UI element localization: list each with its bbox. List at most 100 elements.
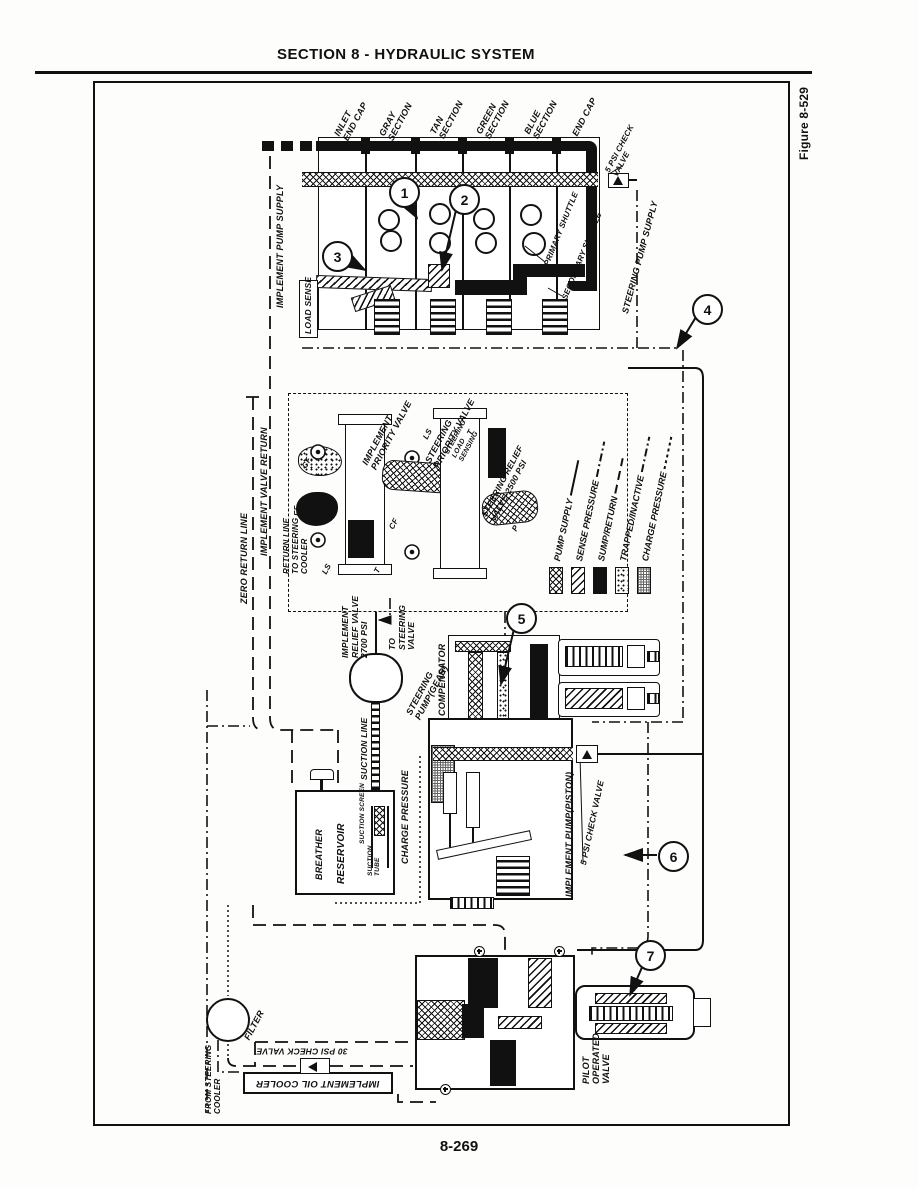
spool-ball-hatched xyxy=(429,232,451,254)
spool-spring xyxy=(374,299,400,335)
suction-tube-line xyxy=(387,806,389,868)
charge-band xyxy=(302,172,598,187)
label-breather: BREATHER xyxy=(314,829,324,880)
pilot-cartridge xyxy=(575,985,695,1040)
label-compensator: COMPENSATOR xyxy=(437,643,447,716)
pilot-supply-block xyxy=(417,1000,465,1040)
pilot-channel xyxy=(462,1004,484,1038)
pilot-sump-channel xyxy=(468,958,498,1008)
trunk-nub xyxy=(505,138,514,154)
filter-circle xyxy=(206,998,250,1042)
label-implement-pump-piston: IMPLEMENT PUMP(PISTON) xyxy=(564,771,574,897)
label-pilot-operated-valve: PILOT OPERATED VALVE xyxy=(581,1033,612,1084)
pump-outlet-band xyxy=(433,747,573,761)
trunk-nub xyxy=(411,138,420,154)
page-number: 8-269 xyxy=(439,1138,479,1155)
label-implement-pump-supply: IMPLEMENT PUMP SUPPLY xyxy=(275,184,285,308)
screw-icon xyxy=(474,946,485,957)
label-return-to-cooler: RETURN LINE TO STEERING COOLER xyxy=(282,517,309,574)
legend-swatch-trapped xyxy=(615,567,629,594)
hex-nut xyxy=(627,687,645,710)
sense-gallery-blob xyxy=(428,264,450,288)
suction-line xyxy=(371,703,380,790)
spool-ball-black xyxy=(429,203,451,225)
sump-channel xyxy=(530,644,548,722)
pump-spring xyxy=(496,856,530,896)
spring-coil xyxy=(565,646,623,667)
relief-cartridge-upper xyxy=(558,639,660,676)
label-zero-return-line: ZERO RETURN LINE xyxy=(239,512,249,604)
piston xyxy=(466,772,480,828)
hex-nut xyxy=(433,568,487,579)
pump-supply-trunk-dashes xyxy=(262,141,316,151)
oil-cooler-box: IMPLEMENT OIL COOLER xyxy=(243,1072,393,1094)
steering-pump-gear xyxy=(349,653,403,703)
callout-4: 4 xyxy=(692,294,723,325)
label-to-steering-valve: TO STEERING VALVE xyxy=(387,604,417,650)
label-reservoir: RESERVOIR xyxy=(336,823,347,884)
callout-2: 2 xyxy=(449,184,480,215)
label-implement-valve-return: IMPLEMENT VALVE RETURN xyxy=(259,427,269,556)
label-load-sense: LOAD SENSE xyxy=(303,276,313,334)
screw-icon xyxy=(554,946,565,957)
piston-stem xyxy=(449,814,451,848)
pilot-spool-hatch xyxy=(498,1016,542,1029)
label-implement-relief-valve: IMPLEMENT RELIEF VALVE 2700 PSI xyxy=(340,595,370,658)
piston xyxy=(443,772,457,814)
spool-ball xyxy=(520,204,542,226)
cartridge-end-cap xyxy=(693,998,711,1027)
spool-ball xyxy=(380,230,402,252)
figure-frame xyxy=(93,81,790,1126)
port-ef1: EF xyxy=(293,505,302,516)
legend-swatch-sense xyxy=(571,567,585,594)
thread-stub xyxy=(647,651,659,662)
label-suction-tube: SUCTION TUBE xyxy=(367,845,382,876)
hex-nut xyxy=(338,414,392,425)
spool-ball xyxy=(378,209,400,231)
pump-shaft xyxy=(450,897,494,909)
spool-spring xyxy=(486,299,512,335)
screw-icon xyxy=(440,1084,451,1095)
callout-7: 7 xyxy=(635,940,666,971)
label-charge-pressure: CHARGE PRESSURE xyxy=(400,769,410,864)
stack-divider xyxy=(509,137,511,330)
compensator-bar xyxy=(455,641,511,652)
stack-divider xyxy=(556,137,558,330)
page-title: SECTION 8 - HYDRAULIC SYSTEM xyxy=(277,46,535,63)
pump-supply-hook xyxy=(568,281,590,291)
check-valve-5psi-pump xyxy=(576,745,598,763)
spool-spring xyxy=(542,299,568,335)
check-arrow-icon xyxy=(582,750,592,759)
trunk-nub xyxy=(552,138,561,154)
stack-divider xyxy=(415,137,417,330)
label-30psi-check-valve: 30 PSI CHECK VALVE xyxy=(256,1046,348,1057)
breather-cap xyxy=(310,769,334,780)
check-arrow-icon xyxy=(613,176,623,185)
legend-swatch-sump xyxy=(593,567,607,594)
check-arrow-icon xyxy=(308,1062,317,1072)
cartridge-dark xyxy=(348,520,374,558)
pump-supply-trunk xyxy=(316,141,588,151)
oil-cooler-label: IMPLEMENT OIL COOLER xyxy=(256,1077,380,1089)
thread-stub xyxy=(647,693,659,704)
piston-stem xyxy=(472,828,474,850)
stack-black-channel xyxy=(513,264,527,295)
label-from-steering-cooler: FROM STEERING COOLER xyxy=(204,1044,222,1114)
spring-coil xyxy=(565,688,623,709)
suction-screen-element xyxy=(374,806,385,836)
spool-ball xyxy=(475,232,497,254)
spool-ball xyxy=(473,208,495,230)
cartridge-hatch xyxy=(595,993,667,1004)
callout-1: 1 xyxy=(389,177,420,208)
stack-divider xyxy=(462,137,464,330)
spool-spring xyxy=(430,299,456,335)
hex-nut xyxy=(338,564,392,575)
pilot-sense-column xyxy=(528,958,552,1008)
pump-supply-elbow xyxy=(586,141,597,291)
trunk-nub xyxy=(361,138,370,154)
callout-6: 6 xyxy=(658,841,689,872)
breather-stem xyxy=(320,780,323,792)
callout-3: 3 xyxy=(322,241,353,272)
legend-swatch-charge xyxy=(637,567,651,594)
